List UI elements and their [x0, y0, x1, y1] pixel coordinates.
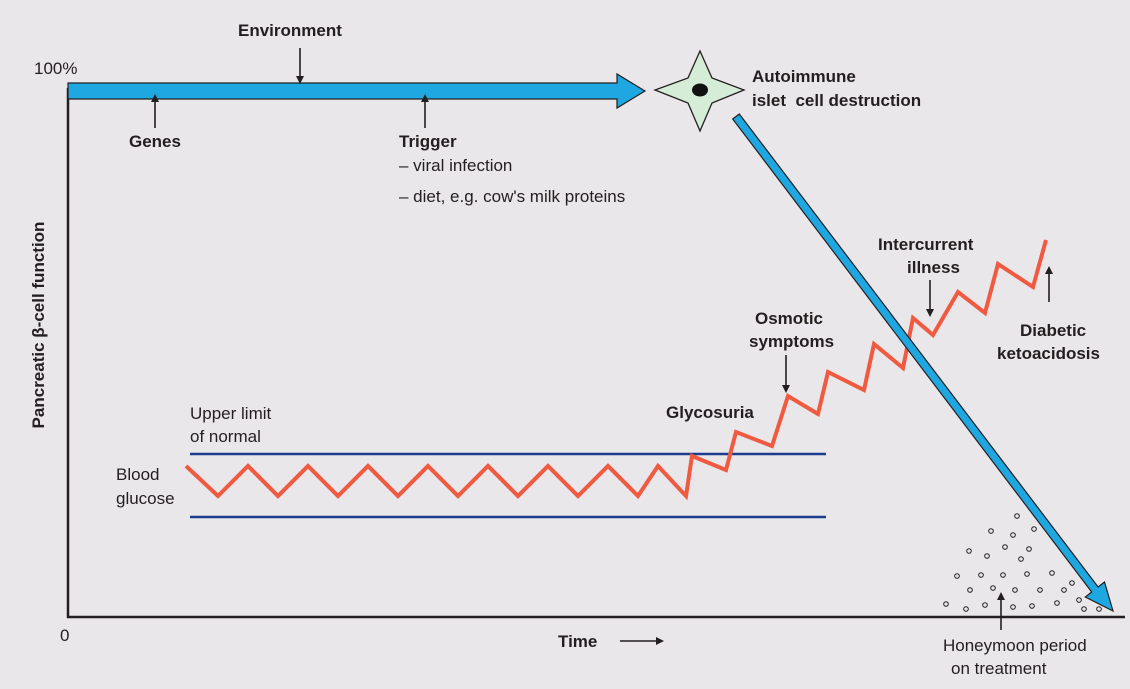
intercurrent-label-line1: Intercurrent — [878, 235, 974, 254]
genes-label: Genes — [129, 132, 181, 151]
honeymoon-dots — [943, 513, 1102, 612]
y-axis-label: Pancreatic β-cell function — [29, 221, 48, 429]
blood-glucose-label-line2: glucose — [116, 489, 175, 508]
cell-nucleus-icon — [692, 83, 708, 97]
diabetic-label-line1: Diabetic — [1020, 321, 1087, 340]
x-axis-label: Time — [558, 632, 598, 651]
blood-glucose-line — [184, 239, 1048, 501]
beta-cell-arrow-horizontal — [67, 72, 647, 110]
trigger-item-viral: – viral infection — [399, 156, 513, 175]
upper-limit-label-line1: Upper limit — [190, 404, 272, 423]
blood-glucose-label-line1: Blood — [116, 465, 160, 484]
trigger-label: Trigger — [399, 132, 457, 151]
intercurrent-label-line2: illness — [907, 258, 960, 277]
y-axis-top-label: 100% — [34, 59, 78, 78]
honeymoon-label-line2: on treatment — [951, 659, 1047, 678]
osmotic-label-line1: Osmotic — [755, 309, 824, 328]
autoimmune-label-line2: islet cell destruction — [752, 91, 922, 110]
environment-label: Environment — [238, 21, 342, 40]
origin-label: 0 — [60, 626, 70, 645]
diabetic-label-line2: ketoacidosis — [997, 344, 1100, 363]
upper-limit-label-line2: of normal — [190, 427, 261, 446]
glycosuria-label: Glycosuria — [666, 403, 754, 422]
osmotic-label-line2: symptoms — [749, 332, 835, 351]
autoimmune-label-line1: Autoimmune — [752, 67, 856, 86]
honeymoon-label-line1: Honeymoon period — [943, 636, 1087, 655]
beta-cell-arrow-decline — [731, 113, 1114, 613]
trigger-item-diet: – diet, e.g. cow's milk proteins — [399, 187, 626, 206]
